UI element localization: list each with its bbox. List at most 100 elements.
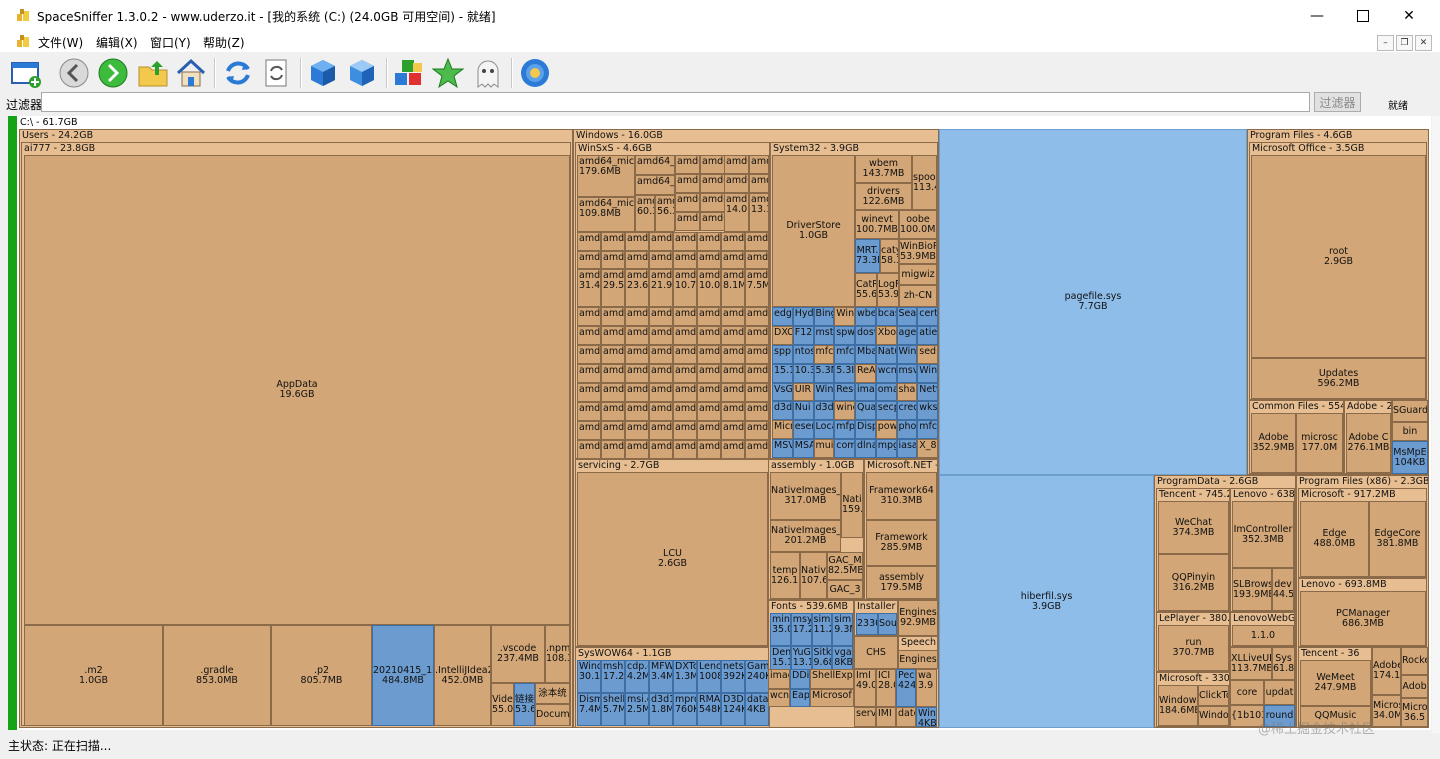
folder-documents[interactable]: Docume bbox=[535, 704, 570, 726]
home-icon[interactable] bbox=[175, 57, 207, 89]
folder-windo[interactable]: Windo bbox=[1198, 706, 1229, 726]
folder-amd6[interactable]: amd6 bbox=[675, 155, 700, 174]
folder-amd6[interactable]: amd610.7M bbox=[673, 269, 697, 307]
folder-amd6[interactable]: amd6 bbox=[745, 383, 769, 402]
system32-item[interactable]: wbe bbox=[855, 307, 876, 326]
folder-amd64-m[interactable]: amd64_m bbox=[635, 175, 675, 195]
system32-item[interactable]: Sea bbox=[896, 307, 918, 326]
settings-flower-icon[interactable] bbox=[519, 57, 551, 89]
folder-amd6[interactable]: amd6 bbox=[700, 174, 725, 193]
system32-item[interactable]: spw bbox=[834, 325, 855, 345]
folder-amd6[interactable]: amd6 bbox=[721, 440, 745, 459]
system32-item[interactable]: 15.1 bbox=[772, 363, 793, 383]
folder-amd6[interactable]: amd6 bbox=[625, 402, 649, 421]
folder-amd6[interactable]: amd6 bbox=[673, 421, 697, 440]
folder-amd6[interactable]: amd6 bbox=[697, 440, 721, 459]
menu-edit[interactable]: 编辑(X) bbox=[96, 36, 138, 50]
system32-item[interactable]: agei bbox=[896, 325, 918, 345]
system32-item[interactable]: VsG bbox=[772, 382, 793, 402]
folder-amd6[interactable]: amd6 bbox=[721, 364, 745, 383]
folder-amd6[interactable]: amd67.5M bbox=[745, 269, 769, 307]
syswow64-item[interactable]: cdp.d4.2M bbox=[625, 660, 649, 693]
system32-item[interactable]: mfc1 bbox=[813, 344, 835, 364]
folder-qqmusic[interactable]: QQMusic bbox=[1300, 706, 1371, 726]
folder-amd6[interactable]: amd6 bbox=[601, 251, 625, 269]
folder-amd6[interactable]: amd6 bbox=[745, 402, 769, 421]
system32-item[interactable]: Nui bbox=[792, 401, 814, 421]
folder-amd6[interactable]: amd6 bbox=[745, 326, 769, 345]
folder-amd6[interactable]: amd6 bbox=[577, 345, 601, 364]
mdi-minimize-button[interactable]: – bbox=[1377, 35, 1394, 51]
syswow64-item[interactable]: netsh392K bbox=[721, 660, 745, 693]
system32-item[interactable]: Win bbox=[834, 307, 855, 326]
misc-item[interactable]: date bbox=[896, 707, 916, 727]
folder-chs[interactable]: CHS bbox=[854, 636, 898, 669]
folder-amd6[interactable]: amd6 bbox=[625, 307, 649, 326]
folder-amd6[interactable]: amd6 bbox=[649, 440, 673, 459]
folder-clickto[interactable]: ClickTo bbox=[1198, 685, 1229, 706]
folder-2330[interactable]: 2330 bbox=[856, 613, 878, 635]
folder-amd6[interactable]: amd6 bbox=[721, 383, 745, 402]
system32-item[interactable]: atiec bbox=[917, 325, 938, 345]
misc-item[interactable]: imag bbox=[768, 669, 790, 689]
system32-item[interactable]: eser bbox=[792, 420, 814, 440]
folder-amd6[interactable]: amd6 bbox=[577, 251, 601, 269]
folder-rocke[interactable]: Rocke bbox=[1401, 647, 1428, 675]
folder-amd6[interactable]: amd6 bbox=[577, 326, 601, 345]
folder-amd6[interactable]: amd6 bbox=[745, 307, 769, 326]
mdi-restore-button[interactable]: ❐ bbox=[1396, 35, 1413, 51]
system32-item[interactable]: dlna bbox=[855, 439, 876, 458]
folder-caty[interactable]: caty58.3 bbox=[880, 239, 899, 273]
system32-item[interactable]: d3dx bbox=[772, 401, 793, 421]
system32-item[interactable]: Micr bbox=[772, 420, 793, 440]
folder-gac-32[interactable]: GAC_3 bbox=[827, 580, 863, 599]
folder-amd6[interactable]: amd6 bbox=[673, 345, 697, 364]
folder-amd6[interactable]: amd6 bbox=[675, 212, 700, 231]
folder-amd6[interactable]: amd6 bbox=[577, 364, 601, 383]
system32-item[interactable]: mpg bbox=[875, 439, 897, 458]
folder-amd6[interactable]: amd6 bbox=[721, 402, 745, 421]
system32-item[interactable]: bcas bbox=[875, 307, 897, 326]
blue-cube-icon[interactable] bbox=[307, 57, 339, 89]
system32-item[interactable]: iasa bbox=[896, 439, 918, 458]
folder-1b103[interactable]: {1b103 bbox=[1230, 705, 1264, 727]
folder-amd6[interactable]: amd6 bbox=[745, 232, 769, 251]
folder-amd6[interactable]: amd6 bbox=[625, 326, 649, 345]
folder-amd6[interactable]: amd6 bbox=[601, 440, 625, 459]
ghost-icon[interactable] bbox=[472, 57, 504, 89]
system32-item[interactable]: X_80 bbox=[917, 439, 938, 458]
system32-item[interactable]: 5.3I bbox=[834, 363, 855, 383]
misc-item[interactable]: wcn bbox=[768, 689, 790, 707]
folder-amd6[interactable]: amd6 bbox=[724, 155, 749, 174]
system32-item[interactable]: phor bbox=[896, 420, 918, 440]
misc-item[interactable]: ShellExp bbox=[810, 669, 854, 689]
folder-amd6[interactable]: amd6 bbox=[577, 440, 601, 459]
system32-item[interactable]: Netv bbox=[917, 382, 938, 402]
misc-item[interactable]: DDi bbox=[790, 669, 810, 689]
system32-item[interactable]: wks bbox=[917, 401, 938, 421]
system32-item[interactable]: imag bbox=[855, 382, 876, 402]
system32-item[interactable]: Winc bbox=[896, 344, 918, 364]
system32-item[interactable]: Rese bbox=[834, 382, 855, 402]
folder-amd6[interactable]: amd623.6M bbox=[625, 269, 649, 307]
system32-item[interactable]: wcn bbox=[875, 363, 897, 383]
folder-amd6[interactable]: amd6 bbox=[673, 364, 697, 383]
